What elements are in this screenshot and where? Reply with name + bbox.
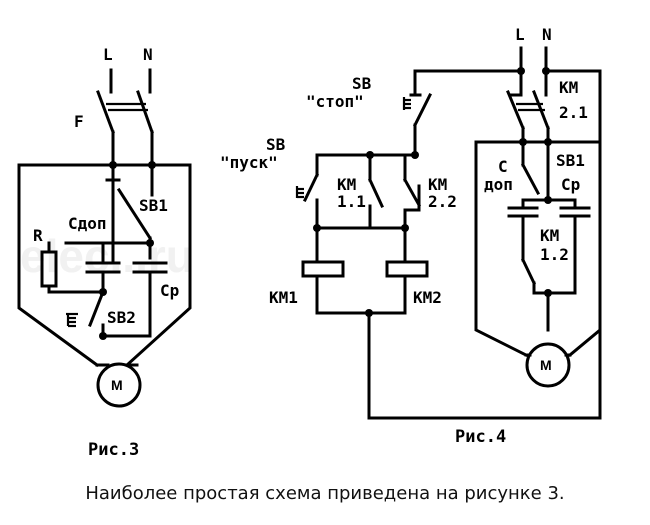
figure-3: L N F SB1 Сдоп bbox=[17, 45, 192, 460]
motor-M-fig3 bbox=[96, 362, 142, 408]
figure-4: L N SB "стоп" bbox=[220, 25, 602, 447]
breaker-F bbox=[96, 90, 154, 134]
switch-SB-stop bbox=[402, 92, 433, 128]
contact-KM21 bbox=[506, 90, 550, 130]
fig3-label-M: M bbox=[111, 377, 123, 393]
coil-KM1 bbox=[301, 260, 345, 278]
fig3-label-L: L bbox=[103, 45, 113, 64]
switch-SB1 bbox=[105, 163, 154, 241]
fig4-label-km12-b: 1.2 bbox=[540, 245, 569, 264]
motor-M-fig4 bbox=[525, 342, 571, 388]
fig4-label-km2: КМ2 bbox=[413, 288, 442, 307]
fig4-label-sbstop-2: "стоп" bbox=[306, 92, 364, 111]
switch-SB1-fig4 bbox=[520, 162, 541, 196]
fig3-label-N: N bbox=[143, 45, 153, 64]
fig4-label-N: N bbox=[542, 25, 552, 44]
fig4-label-sb1cp-a: SB1 bbox=[556, 151, 585, 170]
contact-KM11 bbox=[368, 178, 384, 208]
fig3-label-Cdop: Сдоп bbox=[68, 214, 107, 233]
fig3-label-F: F bbox=[74, 112, 84, 131]
fig3-label-SB1: SB1 bbox=[139, 196, 168, 215]
fig4-label-km22-b: 2.2 bbox=[428, 192, 457, 211]
watermark: elec...ru bbox=[20, 230, 194, 282]
switch-SB-start bbox=[295, 172, 320, 203]
fig4-label-cdop-a: С bbox=[498, 157, 508, 176]
footer-caption: Наиболее простая схема приведена на рису… bbox=[85, 483, 565, 504]
fig4-label-km1: КМ1 bbox=[269, 288, 298, 307]
fig4-label-L: L bbox=[515, 25, 525, 44]
fig4-label-km11-a: КМ bbox=[337, 175, 356, 194]
fig3-label-SB2: SB2 bbox=[107, 308, 136, 327]
fig4-label-km21-a: КМ bbox=[559, 78, 578, 97]
fig4-caption: Рис.4 bbox=[455, 427, 506, 447]
fig3-label-Cp: Ср bbox=[160, 281, 179, 300]
fig4-label-km22-a: КМ bbox=[428, 175, 447, 194]
fig4-label-km21-b: 2.1 bbox=[559, 103, 588, 122]
fig4-label-km12-a: КМ bbox=[540, 226, 559, 245]
fig4-label-cdop-b: доп bbox=[484, 175, 513, 194]
fig4-label-sb1cp-b: Ср bbox=[561, 175, 580, 194]
fig3-label-R: R bbox=[33, 226, 43, 245]
fig4-label-km11-b: 1.1 bbox=[337, 192, 366, 211]
fig4-label-sbstart-1: SB bbox=[266, 135, 286, 154]
fig3-caption: Рис.3 bbox=[88, 440, 139, 460]
contact-KM22 bbox=[402, 177, 422, 208]
switch-SB2 bbox=[66, 290, 105, 328]
contact-KM12 bbox=[520, 257, 537, 286]
fig4-label-sbstop-1: SB bbox=[352, 74, 372, 93]
fig4-label-sbstart-2: "пуск" bbox=[220, 153, 278, 172]
coil-KM2 bbox=[385, 260, 429, 278]
fig4-label-M: M bbox=[540, 357, 552, 373]
